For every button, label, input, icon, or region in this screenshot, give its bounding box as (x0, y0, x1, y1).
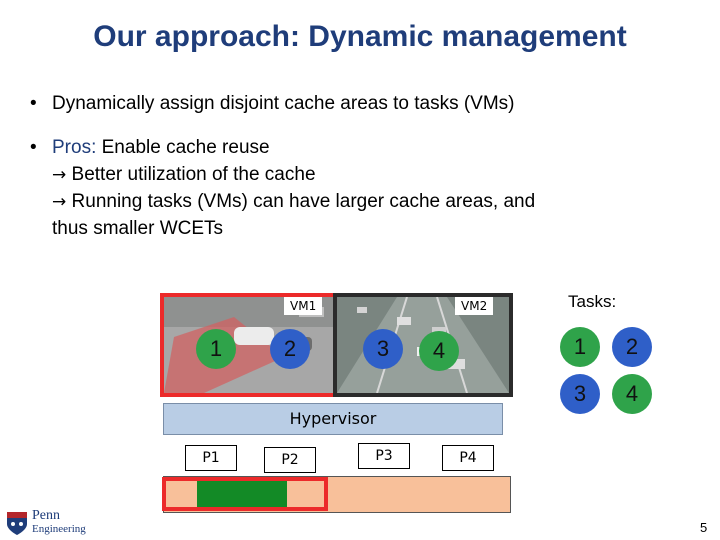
sub-line-1: → Better utilization of the cache (52, 161, 316, 189)
penn-shield-icon (7, 512, 27, 535)
vm2-label: VM2 (455, 297, 494, 315)
bullet-1-text: Dynamically assign disjoint cache areas … (52, 93, 515, 114)
legend-task-4: 4 (612, 374, 652, 414)
processor-p1: P1 (185, 445, 237, 471)
legend-task-1: 1 (560, 327, 600, 367)
page-number: 5 (700, 520, 708, 535)
vm2-box: VM2 3 4 (333, 293, 513, 397)
task-1-circle: 1 (196, 329, 236, 369)
hypervisor-bar: Hypervisor (163, 403, 503, 435)
legend-task-2: 2 (612, 327, 652, 367)
logo-text-penn: Penn (32, 508, 60, 523)
task-2-circle: 2 (270, 329, 310, 369)
vm1-box: VM1 1 2 (160, 293, 338, 397)
arrow-right-icon: → (52, 192, 67, 212)
sub-line-3: thus smaller WCETs (52, 215, 223, 242)
bullet-2-text: Enable cache reuse (96, 137, 270, 158)
legend-task-3: 3 (560, 374, 600, 414)
processor-p4: P4 (442, 445, 494, 471)
sub-line-2-text: Running tasks (VMs) can have larger cach… (66, 191, 536, 212)
bullet-dot: • (30, 93, 37, 114)
sub-line-3-text: thus smaller WCETs (52, 218, 224, 239)
cache-area-task-2 (197, 479, 287, 509)
bullet-2: • Pros: Enable cache reuse (30, 134, 270, 161)
arrow-right-icon: → (52, 165, 67, 185)
logo-text-engineering: Engineering (32, 523, 86, 535)
processor-p2: P2 (264, 447, 316, 473)
pros-label: Pros: (52, 137, 97, 158)
sub-line-2: → Running tasks (VMs) can have larger ca… (52, 188, 535, 216)
task-3-circle: 3 (363, 329, 403, 369)
cache-vm1-highlight (162, 477, 328, 511)
penn-engineering-logo: Penn Engineering (5, 508, 86, 538)
task-4-circle: 4 (419, 331, 459, 371)
sub-line-1-text: Better utilization of the cache (66, 164, 316, 185)
bullet-1: • Dynamically assign disjoint cache areas… (30, 90, 515, 117)
vm1-label: VM1 (284, 297, 323, 315)
tasks-label: Tasks: (568, 292, 617, 311)
bullet-dot: • (30, 137, 37, 158)
slide-title: Our approach: Dynamic management (93, 20, 627, 53)
processor-p3: P3 (358, 443, 410, 469)
